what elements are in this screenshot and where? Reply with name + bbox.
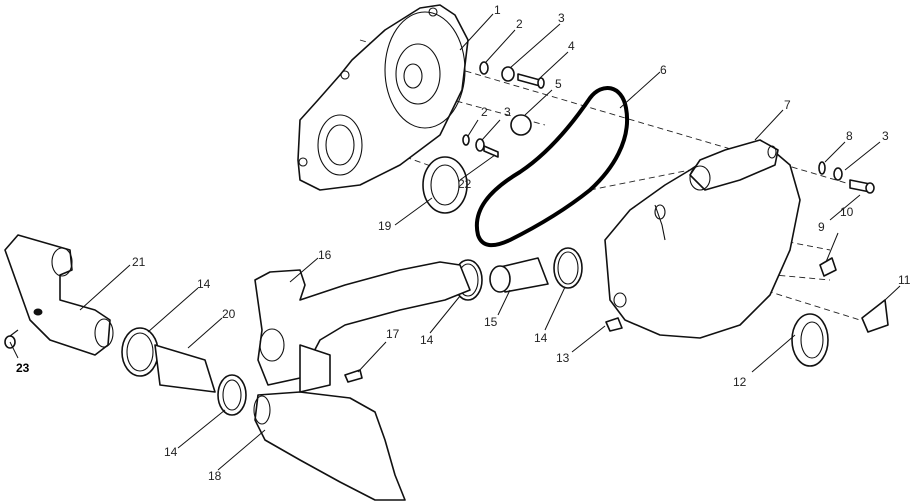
callout-labels: 1 2 3 4 5 6 7 8 3 9 10 11 12 13 14 15 14… [16,3,911,483]
callout-2-mid: 2 [481,105,488,119]
callout-4: 4 [568,39,575,53]
leader-lines [9,13,901,471]
callout-10: 10 [840,205,854,219]
hardware-mid [462,134,499,158]
callout-14-bottom: 14 [164,445,178,459]
callout-21: 21 [132,255,146,269]
outer-cover [604,139,801,339]
callout-19: 19 [378,219,392,233]
clamp-14-right [553,247,583,289]
boot-15 [489,257,549,293]
callout-5: 5 [555,77,562,91]
callout-12: 12 [733,375,747,389]
callout-2-top: 2 [516,17,523,31]
screw-17 [344,369,363,383]
callout-8: 8 [846,129,853,143]
callout-16: 16 [318,248,332,262]
callout-13: 13 [556,351,570,365]
callout-1: 1 [494,3,501,17]
seal-disc-12 [791,313,829,367]
clamp-14-bottom [217,374,247,416]
callout-3-top: 3 [558,11,565,25]
intake-duct-16 [254,261,471,393]
sleeve-20 [154,344,216,393]
callout-6: 6 [660,63,667,77]
callout-7: 7 [784,98,791,112]
callout-3-right: 3 [882,129,889,143]
callout-14-left: 14 [197,277,211,291]
callout-17: 17 [386,327,400,341]
callout-23: 23 [16,361,30,375]
callout-14-center: 14 [420,333,434,347]
clip-11 [861,299,889,333]
hardware-top [479,61,545,89]
inner-cover-plate [297,4,469,191]
washer-5 [510,114,532,136]
callout-9: 9 [818,220,825,234]
lower-duct-18 [253,391,406,501]
callout-14-right: 14 [534,331,548,345]
fastener-13 [605,317,623,332]
clamp-14-lower-left [121,327,159,377]
callout-20: 20 [222,307,236,321]
callout-3-mid: 3 [504,105,511,119]
hardware-right [818,161,875,194]
bracket-10 [819,257,837,277]
callout-22: 22 [458,177,472,191]
callout-11: 11 [898,273,911,287]
elbow-duct-21 [4,234,114,356]
callout-15: 15 [484,315,498,329]
seal-19 [422,156,468,214]
drive-belt [474,86,630,248]
callout-18: 18 [208,469,222,483]
